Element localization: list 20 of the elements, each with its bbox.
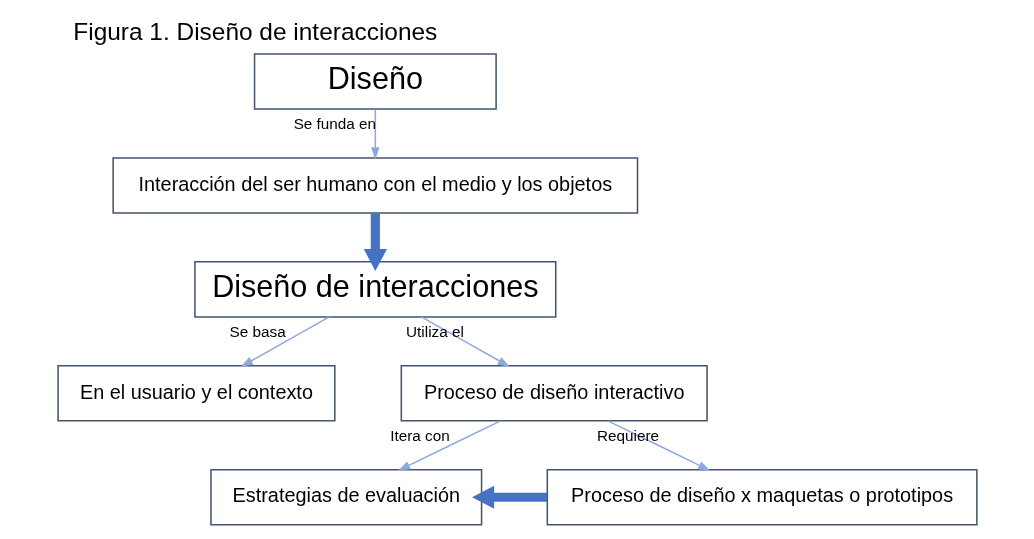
arrow [363,213,387,272]
arrow [240,316,330,367]
arrow [607,420,710,471]
edge-label: Se funda en [293,114,376,132]
edge-label: Utiliza el [405,322,464,340]
edge-label: Itera con [389,426,450,444]
diagram-title: Figura 1. Diseño de interacciones [72,17,437,45]
node-box: Proceso de diseño interactivo [400,365,708,422]
edge-label: Requiere [596,426,659,444]
arrow [420,316,510,367]
node-box: Diseño [253,53,497,110]
node-box: Proceso de diseño x maquetas o prototipos [546,469,978,526]
node-box: Estrategias de evaluación [209,469,482,526]
edge-label: Se basa [229,322,286,340]
node-box: Interacción del ser humano con el medio y los objetos [111,157,638,214]
node-box: En el usuario y el contexto [56,365,336,422]
node-box: Diseño de interacciones [193,261,556,318]
arrow [397,420,501,471]
arrow [370,108,380,160]
arrow [471,485,547,509]
